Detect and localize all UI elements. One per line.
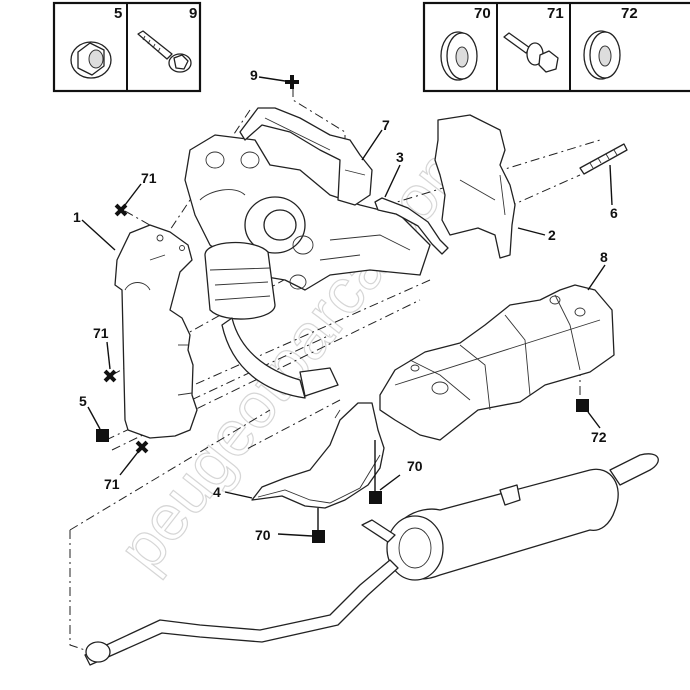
callout-71-top[interactable]: 71 [141,170,157,186]
fastener-box-71[interactable]: 71 [503,5,564,73]
callout-5[interactable]: 5 [79,393,87,409]
fastener-box-group-right: 70 71 72 [422,1,690,93]
callout-labels: 9 71 1 7 3 6 2 8 71 5 72 70 71 4 70 [73,67,618,543]
cross-marker-71-mid [103,369,117,383]
square-marker-70-right [369,491,382,504]
catalytic-converter [204,241,339,399]
callout-71-mid[interactable]: 71 [93,325,109,341]
leader-lines [81,76,613,537]
square-marker-5 [96,429,109,442]
cross-marker-71-bottom [135,440,149,454]
screw-icon [137,30,192,73]
part-8-heat-shield[interactable] [379,284,615,441]
callout-2[interactable]: 2 [548,227,556,243]
svg-text:9: 9 [189,5,197,22]
fastener-box-5[interactable]: 5 [70,5,122,79]
fastener-box-group-left: 5 9 [52,1,202,93]
callout-7[interactable]: 7 [382,117,390,133]
part-6-stud[interactable] [579,143,628,175]
svg-text:70: 70 [474,5,491,22]
callout-72[interactable]: 72 [591,429,607,445]
square-marker-72 [576,399,589,412]
square-marker-70-bottom [312,530,325,543]
svg-text:5: 5 [114,5,122,22]
part-1-heat-shield[interactable] [114,224,198,439]
callout-3[interactable]: 3 [396,149,404,165]
callout-70-bottom[interactable]: 70 [255,527,271,543]
part-3-clamp[interactable] [374,197,449,255]
svg-text:71: 71 [547,5,564,22]
cross-marker-71-top [114,203,128,217]
rear-silencer [84,453,659,666]
fastener-box-70[interactable]: 70 [440,5,491,81]
callout-8[interactable]: 8 [600,249,608,265]
callout-6[interactable]: 6 [610,205,618,221]
callout-71-bottom[interactable]: 71 [104,476,120,492]
callout-70-right[interactable]: 70 [407,458,423,474]
fastener-box-9[interactable]: 9 [137,5,197,73]
markers [96,75,589,543]
grommet-washer-icon [583,30,621,80]
part-7-heat-shield[interactable] [239,107,373,206]
callout-4[interactable]: 4 [213,484,221,500]
part-4-heat-shield[interactable] [251,402,385,509]
part-2-heat-shield[interactable] [434,114,516,259]
callout-9[interactable]: 9 [250,67,258,83]
grommet-washer-icon [440,31,478,81]
bolt-with-washer-icon [503,32,559,73]
fastener-box-72[interactable]: 72 [583,5,638,80]
flange-nut-icon [70,41,112,79]
svg-text:72: 72 [621,5,638,22]
callout-1[interactable]: 1 [73,209,81,225]
cross-marker-9 [285,75,299,89]
